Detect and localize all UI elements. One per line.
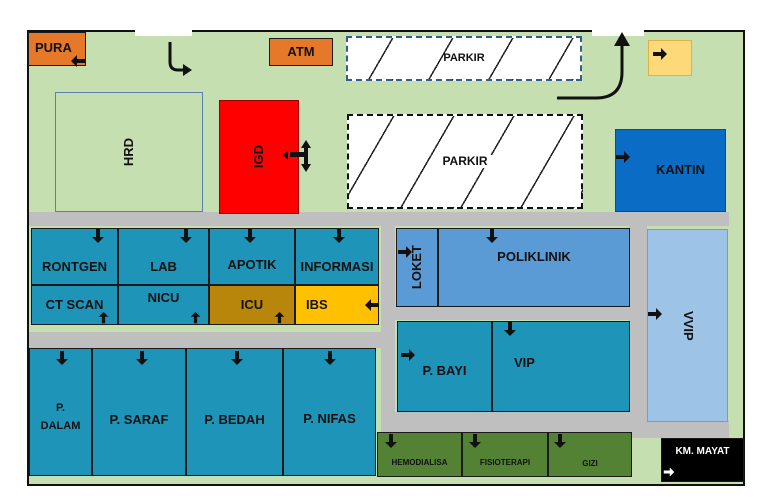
rontgen-label: RONTGEN	[42, 259, 107, 275]
road-west-lower	[29, 332, 381, 348]
vvip-building: VVIP	[647, 229, 728, 422]
igd-side-arrow-shaft	[290, 152, 304, 157]
fisioterapi-label: FISIOTERAPI	[479, 457, 531, 467]
vvip-label: VVIP	[680, 310, 696, 341]
arrow-down-icon	[231, 351, 243, 365]
outbuilding-northeast	[648, 40, 692, 76]
igd-side-arrowhead-icon	[283, 150, 288, 160]
loket-room: LOKET	[396, 228, 438, 307]
arrow-down-icon	[385, 434, 397, 448]
p-dalam-label-line2: DALAM	[40, 419, 81, 432]
arrow-down-icon	[486, 229, 498, 243]
arrow-down-icon	[554, 434, 566, 448]
informasi-label: INFORMASI	[300, 259, 374, 275]
arrow-up-icon	[274, 311, 285, 324]
road-southeast	[631, 420, 729, 438]
arrow-down-icon	[244, 229, 256, 243]
exit-curve-arrowhead-icon	[614, 32, 630, 46]
road-main-horizontal	[29, 212, 729, 226]
arrow-down-icon	[180, 229, 192, 243]
p-bayi-label: P. BAYI	[422, 363, 467, 379]
arrow-down-icon	[92, 229, 104, 243]
rontgen-room: RONTGEN	[31, 228, 118, 285]
igd-two-way-arrow-shaft	[304, 146, 308, 166]
arrow-up-icon	[98, 311, 109, 324]
pura-label: PURA	[35, 40, 72, 55]
p-saraf-ward: P. SARAF	[92, 348, 186, 476]
p-nifas-label: P. NIFAS	[303, 410, 356, 426]
road-middle-vertical	[381, 226, 395, 434]
km-mayat-building: KM. MAYAT	[661, 438, 744, 482]
parkir-top-area: PARKIR	[346, 36, 582, 81]
nicu-label: NICU	[147, 290, 180, 305]
kantin-building: KANTIN	[615, 129, 726, 212]
road-east-lower	[381, 412, 647, 432]
p-dalam-ward: P. DALAM	[29, 348, 92, 476]
ibs-label: IBS	[306, 296, 328, 312]
igd-building: IGD	[219, 100, 299, 214]
arrow-up-icon	[190, 311, 201, 324]
entry-turn-arrowhead-icon	[183, 64, 192, 76]
arrow-right-icon	[653, 48, 667, 60]
p-bedah-label: P. BEDAH	[204, 411, 265, 427]
arrow-right-icon	[616, 151, 630, 163]
icu-label: ICU	[240, 296, 264, 312]
road-east-vertical	[629, 212, 647, 434]
parkir-top-label: PARKIR	[443, 52, 485, 65]
lab-room: LAB	[118, 228, 209, 285]
ct-scan-label: CT SCAN	[45, 296, 104, 312]
arrow-down-icon	[333, 229, 345, 243]
nicu-room: NICU	[118, 285, 209, 325]
hrd-building: HRD	[55, 92, 203, 212]
arrow-down-icon	[504, 322, 516, 336]
arrow-left-icon	[365, 299, 379, 311]
parkir-middle-label: PARKIR	[438, 154, 492, 169]
entry-turn-arrow-path	[168, 42, 184, 72]
entrance-gate-west	[135, 26, 192, 36]
arrow-down-icon	[56, 351, 68, 365]
arrow-down-icon	[136, 351, 148, 365]
km-mayat-label: KM. MAYAT	[675, 446, 730, 457]
arrow-right-icon	[663, 467, 675, 477]
arrow-right-icon	[398, 246, 412, 258]
arrow-down-icon	[324, 351, 336, 365]
poliklinik-label: POLIKLINIK	[497, 249, 571, 265]
entrance-gate-east	[592, 26, 644, 36]
p-bedah-ward: P. BEDAH	[186, 348, 283, 476]
arrow-right-icon	[648, 308, 662, 320]
atm-building: ATM	[269, 38, 333, 66]
kantin-label: KANTIN	[655, 162, 706, 178]
p-dalam-label-line1: P.	[56, 401, 65, 414]
arrow-down-icon	[469, 434, 481, 448]
arrow-left-icon	[71, 55, 85, 67]
p-nifas-ward: P. NIFAS	[283, 348, 376, 476]
exit-curve-arrow-path	[557, 44, 624, 100]
road-east-middle	[381, 306, 631, 320]
poliklinik-room: POLIKLINIK	[438, 228, 630, 307]
parkir-middle-area: PARKIR	[347, 114, 583, 209]
gizi-label: GIZI	[582, 458, 598, 468]
hemodialisa-label: HEMODIALISA	[391, 457, 448, 467]
arrow-right-icon	[401, 349, 415, 361]
vip-room: VIP	[492, 321, 630, 412]
apotik-room: APOTIK	[209, 228, 295, 285]
igd-two-way-arrow-icon	[301, 140, 311, 172]
apotik-label: APOTIK	[227, 257, 277, 273]
p-bayi-room: P. BAYI	[397, 321, 492, 412]
atm-label: ATM	[287, 43, 315, 59]
lab-label: LAB	[150, 259, 177, 275]
vip-label: VIP	[514, 355, 535, 370]
p-saraf-label: P. SARAF	[109, 411, 169, 427]
